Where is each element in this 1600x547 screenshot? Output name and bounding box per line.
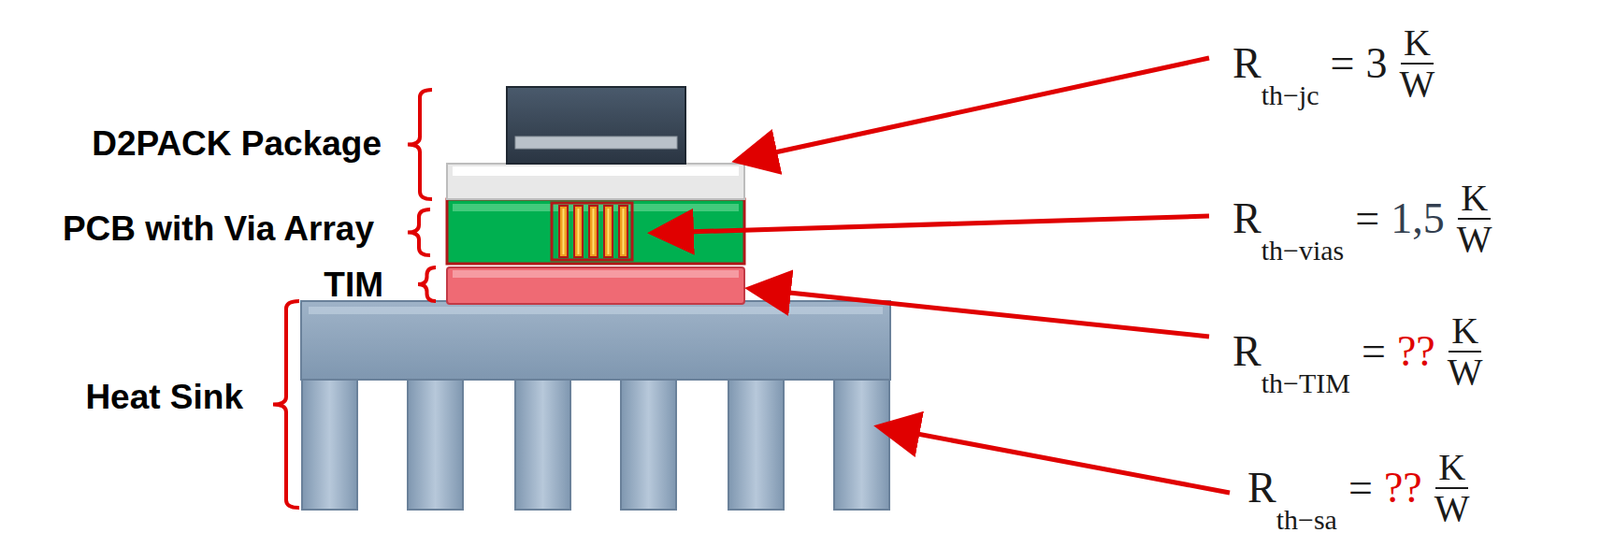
formula-part: R	[1232, 42, 1262, 86]
curly-bracket	[418, 267, 436, 302]
package-tab	[446, 163, 745, 200]
formula-part: R	[1232, 197, 1262, 241]
formula-part: W	[1397, 64, 1439, 104]
formula-part: W	[1454, 219, 1496, 260]
curly-bracket	[407, 89, 433, 200]
formula-part: =	[1354, 197, 1380, 241]
thermal-resistance-formula: Rth−TIM=??KW	[1232, 311, 1486, 392]
thermal-resistance-formula: Rth−sa=??KW	[1247, 447, 1473, 529]
leader-arrows	[656, 57, 1230, 493]
unit-fraction: KW	[1444, 311, 1486, 392]
curly-bracket	[407, 209, 431, 256]
formula-part: K	[1435, 447, 1469, 490]
heat-sink-fin	[620, 377, 677, 510]
formula-part: ??	[1397, 330, 1436, 374]
package-tab-highlight	[452, 166, 739, 176]
formula-part: =	[1348, 466, 1373, 510]
formula-part: R	[1247, 466, 1277, 510]
via-core	[577, 208, 580, 255]
unit-fraction: KW	[1454, 178, 1496, 260]
leader-arrow	[753, 288, 1210, 337]
formula-part: ??	[1383, 466, 1423, 510]
via	[559, 205, 568, 258]
formula-part: W	[1431, 489, 1473, 529]
tim-highlight	[452, 270, 739, 278]
via	[604, 205, 613, 258]
leader-arrow	[882, 427, 1230, 493]
heat-sink-highlight	[308, 306, 883, 315]
formula-part: W	[1444, 352, 1486, 392]
thermal-resistance-formula: Rth−jc=3KW	[1232, 23, 1438, 104]
heat-sink-base	[301, 301, 891, 380]
part-label: Heat Sink	[85, 379, 244, 415]
tim-layer	[446, 267, 745, 304]
heat-sink-fin	[515, 377, 571, 510]
formula-part: =	[1361, 330, 1386, 374]
via-core	[607, 208, 610, 255]
leader-arrow	[656, 216, 1210, 233]
heat-sink-fin	[834, 377, 890, 510]
formula-part: K	[1400, 23, 1434, 65]
formula-part: 1,5	[1390, 197, 1445, 241]
package-body	[506, 86, 686, 164]
heat-sink-fin	[302, 377, 358, 510]
heat-sink-fins	[302, 377, 890, 510]
formula-part: th−TIM	[1261, 369, 1351, 398]
formula-part: K	[1457, 178, 1491, 220]
curly-bracket	[273, 301, 300, 508]
formula-part: th−sa	[1276, 505, 1338, 534]
part-label: PCB with Via Array	[62, 211, 375, 246]
thermal-resistance-formula: Rth−vias=1,5KW	[1232, 178, 1496, 260]
formula-part: R	[1232, 330, 1262, 374]
heat-sink-fin	[728, 377, 784, 510]
heat-sink-fin	[407, 377, 463, 510]
formula-part: 3	[1366, 42, 1388, 86]
formula-part: K	[1448, 311, 1482, 353]
via-core	[562, 208, 565, 255]
via	[574, 205, 583, 258]
leader-arrow	[740, 57, 1210, 160]
part-label: D2PACK Package	[91, 126, 382, 161]
via-array	[559, 205, 628, 258]
formula-part: th−jc	[1261, 81, 1320, 110]
formula-part: th−vias	[1261, 236, 1345, 265]
unit-fraction: KW	[1431, 447, 1473, 529]
via	[589, 205, 598, 258]
via-core	[592, 208, 595, 255]
package-lead-bar	[515, 136, 678, 149]
via	[619, 205, 628, 258]
part-label: TIM	[323, 267, 384, 303]
formula-part: =	[1330, 42, 1355, 86]
via-core	[622, 208, 625, 255]
unit-fraction: KW	[1397, 23, 1439, 104]
via-array-frame	[551, 202, 633, 260]
